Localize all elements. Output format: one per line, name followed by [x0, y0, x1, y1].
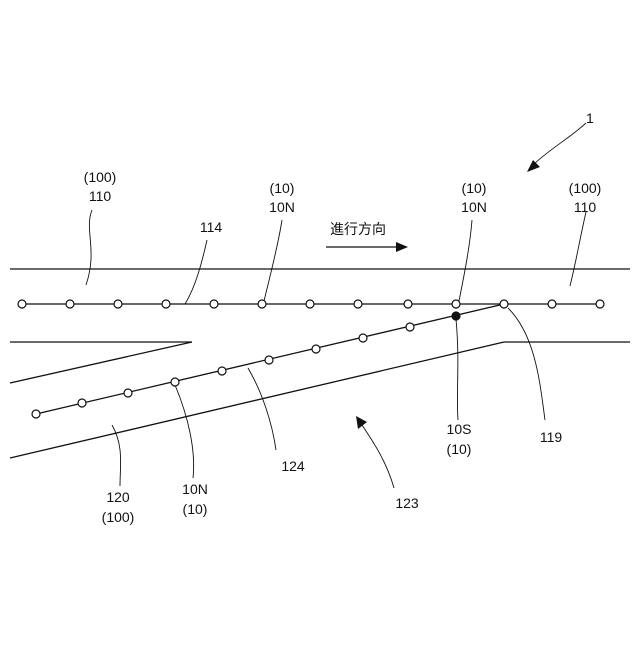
node	[210, 300, 218, 308]
leader-123-arrowhead	[356, 416, 367, 429]
label-10n-lower: 10N	[182, 481, 208, 497]
node	[452, 300, 460, 308]
node	[500, 300, 508, 308]
leader-114	[185, 240, 207, 304]
node	[359, 334, 367, 342]
node	[114, 300, 122, 308]
node	[218, 367, 226, 375]
figure-ref-label: 1	[586, 110, 594, 126]
label-10-lower: (10)	[183, 501, 208, 517]
node	[404, 300, 412, 308]
label-10n-top-right: 10N	[461, 199, 487, 215]
node-10s	[452, 312, 460, 320]
leader-110-left	[86, 210, 92, 285]
node	[78, 399, 86, 407]
label-10s-ref: (10)	[447, 441, 472, 457]
label-100-left: (100)	[84, 169, 117, 185]
leader-123	[360, 422, 394, 488]
ramp-top-edge	[10, 342, 192, 383]
label-123: 123	[395, 495, 419, 511]
node	[265, 356, 273, 364]
direction-arrow-head	[396, 242, 408, 252]
label-100-right: (100)	[569, 180, 602, 196]
node	[354, 300, 362, 308]
node	[171, 378, 179, 386]
label-119: 119	[540, 429, 563, 445]
node	[258, 300, 266, 308]
label-10s: 10S	[447, 421, 472, 437]
node	[32, 410, 40, 418]
label-110-left: 110	[89, 188, 112, 204]
leader-124	[248, 368, 276, 450]
leader-10n-lower	[175, 385, 194, 478]
node	[18, 300, 26, 308]
node	[306, 300, 314, 308]
leader-fig-ref-arrowhead	[527, 160, 540, 172]
label-114: 114	[200, 219, 223, 235]
label-10n-top-left: 10N	[269, 199, 295, 215]
label-120: 120	[106, 489, 130, 505]
label-10-top-left: (10)	[270, 180, 295, 196]
label-10-top-right: (10)	[462, 180, 487, 196]
direction-label: 進行方向	[330, 221, 386, 237]
leader-10n-top-left	[264, 220, 282, 301]
node	[406, 323, 414, 331]
leader-10s	[456, 319, 458, 420]
label-100-lower: (100)	[102, 509, 135, 525]
leader-119	[508, 308, 545, 420]
label-124: 124	[281, 458, 305, 474]
node	[66, 300, 74, 308]
node	[312, 345, 320, 353]
leader-110-right	[570, 212, 586, 286]
label-110-right: 110	[574, 199, 597, 215]
leader-10n-top-right	[459, 220, 472, 301]
leader-fig-ref	[532, 123, 586, 166]
node	[162, 300, 170, 308]
node	[596, 300, 604, 308]
node	[124, 389, 132, 397]
node	[548, 300, 556, 308]
